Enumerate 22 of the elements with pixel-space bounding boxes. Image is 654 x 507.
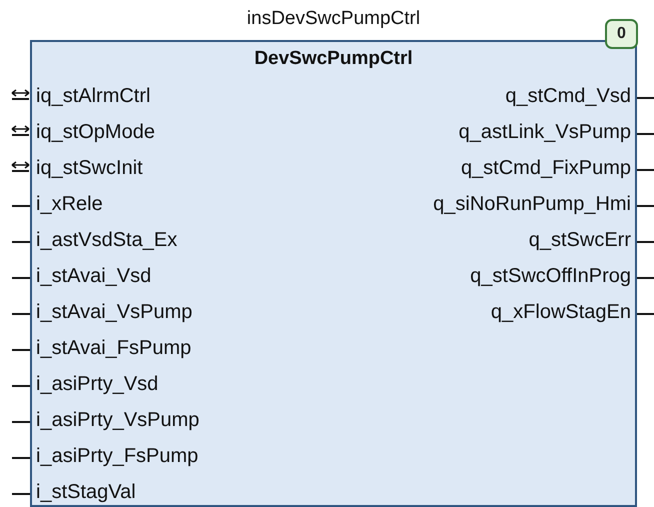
output-pin-name: q_stSwcOffInProg (470, 265, 631, 288)
block-type-title: DevSwcPumpCtrl (254, 48, 413, 70)
input-pin-name: i_stAvai_Vsd (36, 265, 152, 288)
input-pin-name: i_xRele (36, 193, 103, 216)
input-pin-name: i_asiPrty_FsPump (36, 445, 198, 468)
output-pin-name: q_astLink_VsPump (458, 121, 631, 144)
output-pin-name: q_stCmd_Vsd (505, 85, 631, 108)
input-pin-name: i_stAvai_VsPump (36, 301, 192, 324)
input-pin-name: iq_stAlrmCtrl (36, 85, 150, 108)
input-pin-name: iq_stSwcInit (36, 157, 143, 180)
instance-name: insDevSwcPumpCtrl (246, 8, 420, 30)
input-pin-name: i_asiPrty_VsPump (36, 409, 200, 432)
output-pin-name: q_stCmd_FixPump (460, 157, 631, 180)
input-pin-name: i_astVsdSta_Ex (36, 229, 178, 252)
output-pin-name: q_siNoRunPump_Hmi (433, 193, 631, 216)
execution-order-badge: 0 (605, 19, 638, 49)
input-pin-name: iq_stOpMode (36, 121, 155, 144)
output-pin-name: q_xFlowStagEn (490, 301, 631, 324)
input-pin-name: i_stStagVal (36, 481, 136, 504)
input-pin-name: i_asiPrty_Vsd (36, 373, 158, 396)
output-pin-name: q_stSwcErr (528, 229, 631, 252)
input-pin-name: i_stAvai_FsPump (36, 337, 192, 360)
